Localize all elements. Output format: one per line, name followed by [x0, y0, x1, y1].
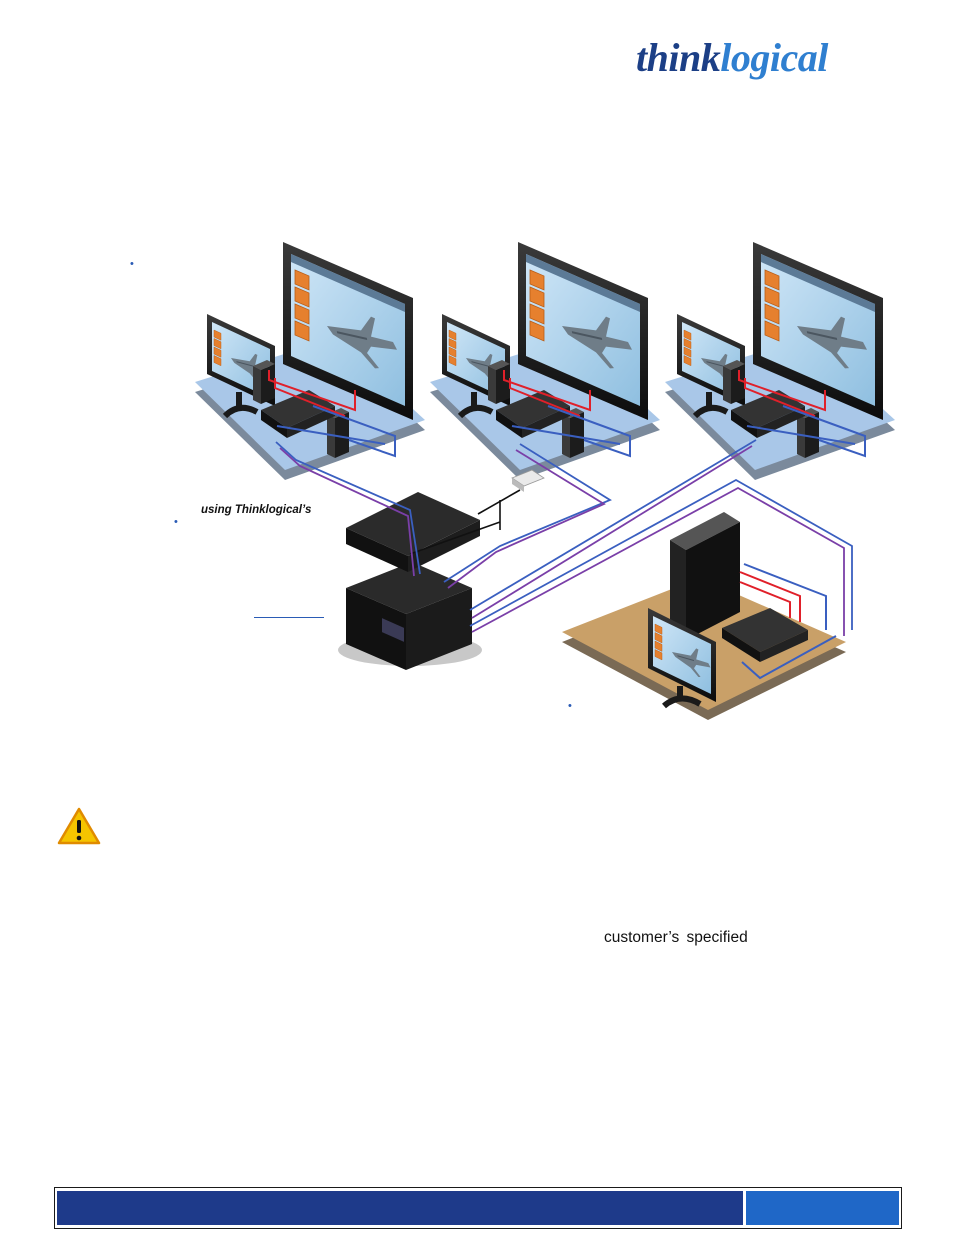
switch-chassis	[338, 469, 545, 670]
fiber-cables	[275, 439, 853, 636]
footer-left-block	[57, 1191, 743, 1225]
hyperlink-underline	[254, 617, 324, 618]
logo-think: think	[636, 35, 721, 80]
bullet-1: •	[130, 258, 134, 270]
warning-icon	[57, 807, 101, 845]
thinklogical-logo: thinklogical	[636, 38, 828, 78]
workstation-2	[430, 242, 660, 480]
workstation-4	[562, 512, 846, 720]
body-text-fragment: customer’s specified	[604, 929, 748, 946]
system-diagram: • • •	[130, 210, 954, 720]
bullet-2: •	[174, 516, 178, 528]
diagram-caption: using Thinklogical’s	[201, 504, 312, 516]
bullet-3: •	[568, 700, 572, 712]
footer-right-block	[746, 1191, 899, 1225]
logo-logical: logical	[720, 35, 828, 80]
workstation-3	[665, 242, 895, 480]
workstation-1	[195, 242, 425, 480]
footer-bar	[54, 1187, 902, 1229]
